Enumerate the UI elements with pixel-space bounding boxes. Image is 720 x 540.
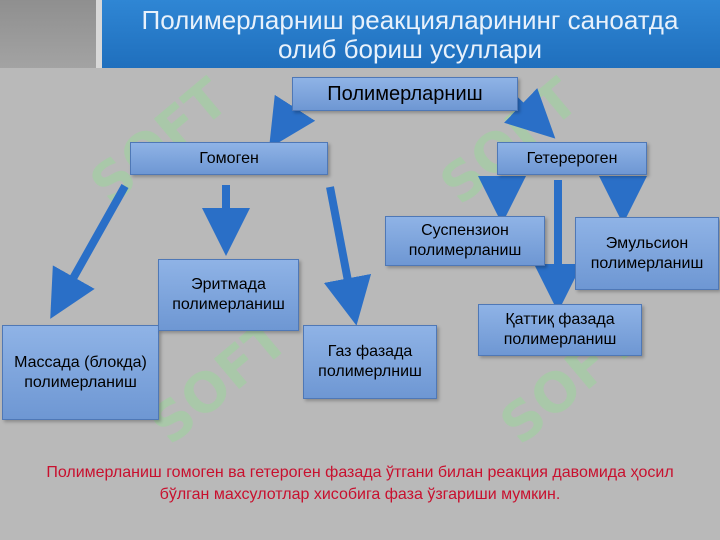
arrow-homogen-to-gaz <box>323 186 372 326</box>
title-banner: Полимерларниш реакцияларининг саноатда о… <box>0 0 720 68</box>
banner-divider <box>96 0 102 68</box>
node-qattiq: Қаттиқ фазада полимерланиш <box>478 304 642 356</box>
footer-note: Полимерланиш гомоген ва гетероген фазада… <box>46 464 674 503</box>
page-title: Полимерларниш реакцияларининг саноатда о… <box>141 5 679 64</box>
node-homogen: Гомоген <box>130 142 328 175</box>
node-emulsion: Эмульсион полимерланиш <box>575 217 719 290</box>
arrow-root-to-heterogen <box>504 88 556 139</box>
arrow-homogen-to-massa <box>50 184 129 319</box>
node-massa: Массада (блокда) полимерланиш <box>2 325 159 420</box>
node-gaz: Газ фазада полимерлниш <box>303 325 437 399</box>
node-suspenzion: Суспензион полимерланиш <box>385 216 545 266</box>
node-heterogen: Гетерероген <box>497 142 647 175</box>
node-eritma: Эритмада полимерланиш <box>158 259 299 331</box>
node-root: Полимерларниш <box>292 77 518 111</box>
banner-left-panel <box>0 0 96 68</box>
